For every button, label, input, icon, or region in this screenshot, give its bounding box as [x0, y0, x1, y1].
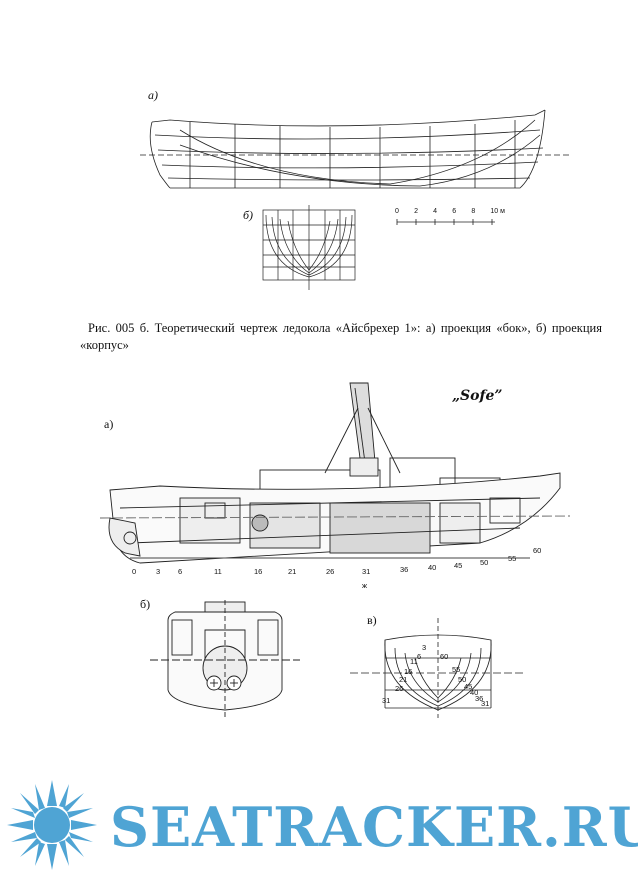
scale-tick-label: 4 — [433, 208, 438, 215]
figure2-label-b: б) — [140, 597, 151, 611]
body-plan-frame: 26 — [395, 684, 404, 693]
figure-caption: Рис. 005 б. Теоретический чертеж ледокол… — [80, 320, 602, 354]
frame-number: 55 — [508, 554, 517, 563]
scale-tick-label: 10 м — [490, 208, 505, 215]
frame-number: 50 — [480, 558, 489, 567]
body-plan-section — [350, 618, 525, 718]
frame-number: 21 — [288, 567, 297, 576]
body-plan-frame: 6 — [417, 652, 422, 661]
frame-number: 26 — [326, 567, 335, 576]
body-plan-frame: 40 — [470, 688, 479, 697]
frame-number: 11 — [214, 567, 222, 576]
body-plan-frame: 3 — [422, 643, 427, 652]
frame-number: 40 — [428, 563, 437, 572]
scale-tick-label: 2 — [414, 208, 418, 215]
scale-tick-label: 8 — [471, 208, 476, 215]
sun-burst-icon — [7, 780, 97, 870]
lines-plan-body-view — [262, 205, 356, 290]
frame-numbers: 0 3 6 11 16 21 26 31 36 40 45 50 55 60 — [128, 546, 568, 583]
figure2-label-a: а) — [104, 417, 114, 431]
body-plan-frame: 31 — [481, 699, 490, 708]
figure1-label-a: а) — [148, 88, 158, 102]
body-plan-frame: 36 — [475, 694, 484, 703]
frame-number: 45 — [454, 561, 463, 570]
handwritten-ship-name: „Sofe” — [452, 388, 503, 404]
icebreaker-side-section — [100, 382, 570, 564]
body-plan-frame: 21 — [399, 675, 408, 684]
body-plan-frame: 60 — [440, 652, 449, 661]
scale-tick-label: 0 — [395, 208, 399, 215]
body-plan-frame: 31 — [382, 696, 391, 705]
body-plan-frame: 11 — [410, 657, 418, 666]
frame-number: 6 — [178, 567, 183, 576]
frame-number: 31 — [362, 567, 371, 576]
figure1-label-b: б) — [243, 208, 254, 222]
frame-number: 60 — [533, 546, 542, 555]
midship-mark: ж — [362, 581, 368, 590]
body-plan-frame: 55 — [452, 665, 461, 674]
frame-number: 0 — [132, 567, 137, 576]
body-plan-frame: 16 — [404, 667, 413, 676]
body-plan-frame: 45 — [464, 682, 473, 691]
scale-bar: 0 2 4 6 8 10 м — [395, 208, 505, 228]
figure2-label-c: в) — [367, 613, 377, 627]
body-plan-frame: 50 — [458, 675, 467, 684]
scale-tick-label: 6 — [452, 208, 457, 215]
caption-text: Рис. 005 б. Теоретический чертеж ледокол… — [80, 321, 602, 352]
frame-number: 3 — [156, 567, 161, 576]
watermark-text: SEATRACKER.RU — [110, 795, 638, 859]
frame-number: 36 — [400, 565, 409, 574]
lines-plan-side-view — [140, 109, 570, 189]
icebreaker-cross-section — [150, 600, 300, 718]
frame-number: 16 — [254, 567, 263, 576]
